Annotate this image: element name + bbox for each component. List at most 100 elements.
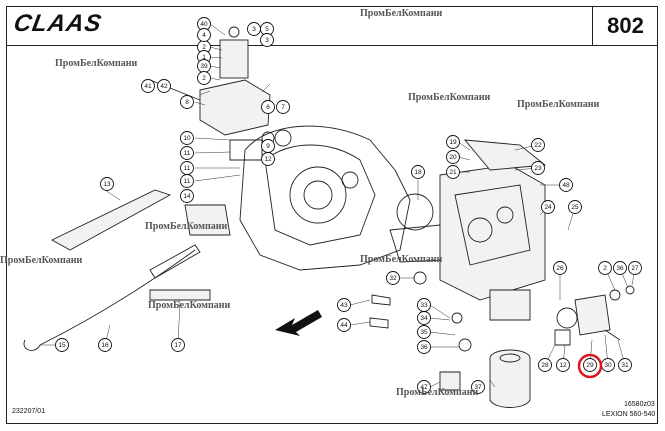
callout-36: 36 [613, 261, 627, 275]
callout-13: 13 [100, 177, 114, 191]
callout-41: 41 [141, 79, 155, 93]
callout-label: 24 [544, 204, 552, 211]
callout-label: 23 [534, 165, 542, 172]
callout-circle [337, 318, 351, 332]
callout-label: 42 [160, 83, 168, 90]
callout-28: 28 [538, 358, 552, 372]
callout-label: 29 [586, 362, 594, 369]
callout-label: 19 [449, 139, 457, 146]
callout-circle [618, 358, 632, 372]
callout-label: 48 [562, 182, 570, 189]
callout-label: 18 [414, 169, 422, 176]
callout-11: 11 [180, 146, 194, 160]
callout-36: 36 [417, 340, 431, 354]
callout-circle [261, 100, 275, 114]
callout-26: 26 [553, 261, 567, 275]
callout-circle [180, 174, 194, 188]
footer-code: 232207/01 [12, 408, 46, 415]
callout-label: 43 [340, 302, 348, 309]
callout-label: 2 [603, 265, 607, 272]
callout-29: 29 [583, 358, 597, 372]
callout-label: 12 [264, 156, 272, 163]
callout-10: 10 [180, 131, 194, 145]
callout-label: 3 [252, 26, 256, 33]
callout-31: 31 [618, 358, 632, 372]
callout-32: 32 [386, 271, 400, 285]
callout-label: 11 [184, 165, 191, 172]
callout-label: 35 [420, 329, 428, 336]
harness-13 [51, 189, 231, 251]
callout-48: 48 [559, 178, 573, 192]
callout-label: 28 [541, 362, 549, 369]
callout-16: 16 [98, 338, 112, 352]
callout-circle [417, 325, 431, 339]
callout-label: 26 [556, 265, 564, 272]
callout-circle [180, 95, 194, 109]
callout-3: 3 [260, 33, 274, 47]
callout-circle [98, 338, 112, 352]
callout-circle [446, 150, 460, 164]
direction-arrow [275, 310, 322, 336]
callout-11: 11 [180, 174, 194, 188]
callout-label: 11 [184, 150, 191, 157]
callout-label: 30 [604, 362, 612, 369]
callout-label: 4 [202, 32, 206, 39]
callout-label: 7 [281, 104, 285, 111]
callout-label: 36 [616, 265, 624, 272]
hydraulic-pump [396, 139, 611, 336]
callout-2: 2 [197, 71, 211, 85]
callout-circle [197, 71, 211, 85]
callout-3: 3 [247, 22, 261, 36]
callout-4: 4 [197, 28, 211, 42]
watermark: ПромБелКомпани [360, 8, 443, 19]
callout-7: 7 [276, 100, 290, 114]
callout-circle [538, 358, 552, 372]
callout-17: 17 [171, 338, 185, 352]
callout-circle [417, 311, 431, 325]
callout-circle [417, 340, 431, 354]
callout-label: 11 [184, 178, 191, 185]
callout-2: 2 [598, 261, 612, 275]
callout-label: 44 [340, 322, 348, 329]
watermark: ПромБелКомпани [360, 254, 443, 265]
callout-circle [180, 131, 194, 145]
callout-circle [386, 271, 400, 285]
callout-37: 37 [471, 380, 485, 394]
callout-12: 12 [556, 358, 570, 372]
callout-label: 25 [571, 204, 579, 211]
callout-30: 30 [601, 358, 615, 372]
callout-circle [446, 135, 460, 149]
callout-15: 15 [55, 338, 69, 352]
callout-label: 9 [266, 143, 270, 150]
callout-circle [417, 380, 431, 394]
watermark: ПромБелКомпани [55, 58, 138, 69]
callout-label: 37 [474, 384, 482, 391]
callout-33: 33 [417, 298, 431, 312]
callout-20: 20 [446, 150, 460, 164]
highlight-ring [577, 353, 603, 379]
callout-11: 11 [180, 161, 194, 175]
callout-circle [260, 33, 274, 47]
callout-label: 32 [389, 275, 397, 282]
callout-circle [613, 261, 627, 275]
callout-label: 10 [183, 135, 191, 142]
page-number: 802 [592, 6, 658, 45]
callout-label: 15 [58, 342, 66, 349]
header-divider [6, 45, 658, 46]
callout-label: 40 [200, 21, 208, 28]
callout-47: 47 [417, 380, 431, 394]
callout-circle [568, 200, 582, 214]
callout-label: 33 [420, 302, 428, 309]
callout-circle [171, 338, 185, 352]
callout-label: 5 [265, 26, 269, 33]
callout-22: 22 [531, 138, 545, 152]
callout-label: 8 [185, 99, 189, 106]
watermark: ПромБелКомпани [408, 92, 491, 103]
callout-label: 1 [202, 54, 206, 61]
callout-circle [541, 200, 555, 214]
cable-16 [23, 244, 211, 351]
callout-circle [559, 178, 573, 192]
callout-circle [141, 79, 155, 93]
